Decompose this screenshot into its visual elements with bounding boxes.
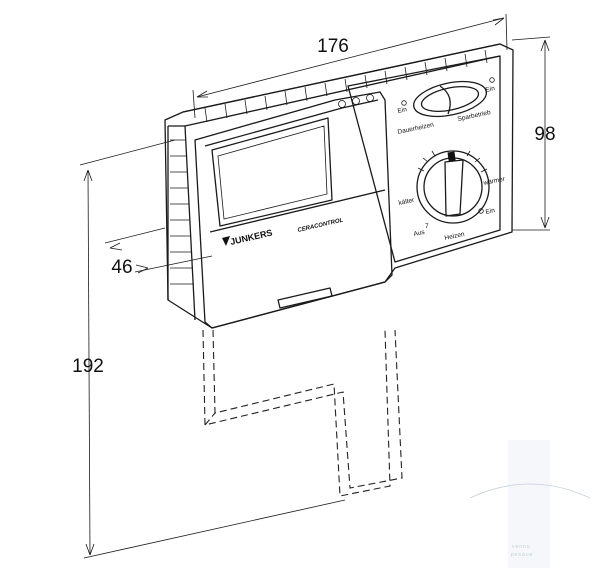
total-height-dimension: 192	[72, 356, 104, 377]
model-name: CERACONTROL	[297, 218, 344, 234]
heating-led-icon	[478, 208, 484, 214]
brand-logo: JUNKERS	[222, 228, 273, 247]
junkers-logo-icon	[222, 236, 230, 246]
heating-label: Heizen	[444, 231, 466, 242]
dial-marker-icon	[447, 151, 456, 162]
phantom-bracket	[202, 329, 403, 497]
width-dimension: 176	[317, 36, 349, 57]
colder-label: kälter	[398, 197, 416, 207]
switch-on-right-label: Ein	[485, 85, 496, 94]
warmer-label: wärmer	[482, 175, 506, 187]
watermark-line2: pesaue	[511, 552, 533, 558]
continuous-heating-label: Dauerheizen	[397, 121, 435, 136]
heating-on-label: Ein	[485, 207, 496, 216]
mode-rocker-switch	[401, 77, 495, 118]
brand-name: JUNKERS	[229, 228, 273, 247]
height-dimension: 98	[534, 124, 555, 145]
housing-body	[164, 43, 514, 329]
off-label: Aus	[413, 229, 426, 238]
housing-ribs	[170, 49, 488, 285]
dimension-lines	[79, 13, 551, 559]
economy-mode-label: Sparbetrieb	[457, 109, 492, 123]
front-cover	[194, 91, 393, 329]
depth-dimension: 46	[111, 257, 132, 278]
dial-knob-grip	[444, 159, 464, 217]
watermark-line1: vennu	[512, 544, 531, 550]
left-led-icon	[401, 100, 407, 106]
switch-on-left-label: Ein	[397, 106, 408, 115]
right-led-icon	[489, 77, 495, 83]
off-number-label: 7	[425, 223, 429, 230]
temperature-dial	[416, 150, 490, 224]
watermark: vennu pesaue	[469, 440, 591, 568]
